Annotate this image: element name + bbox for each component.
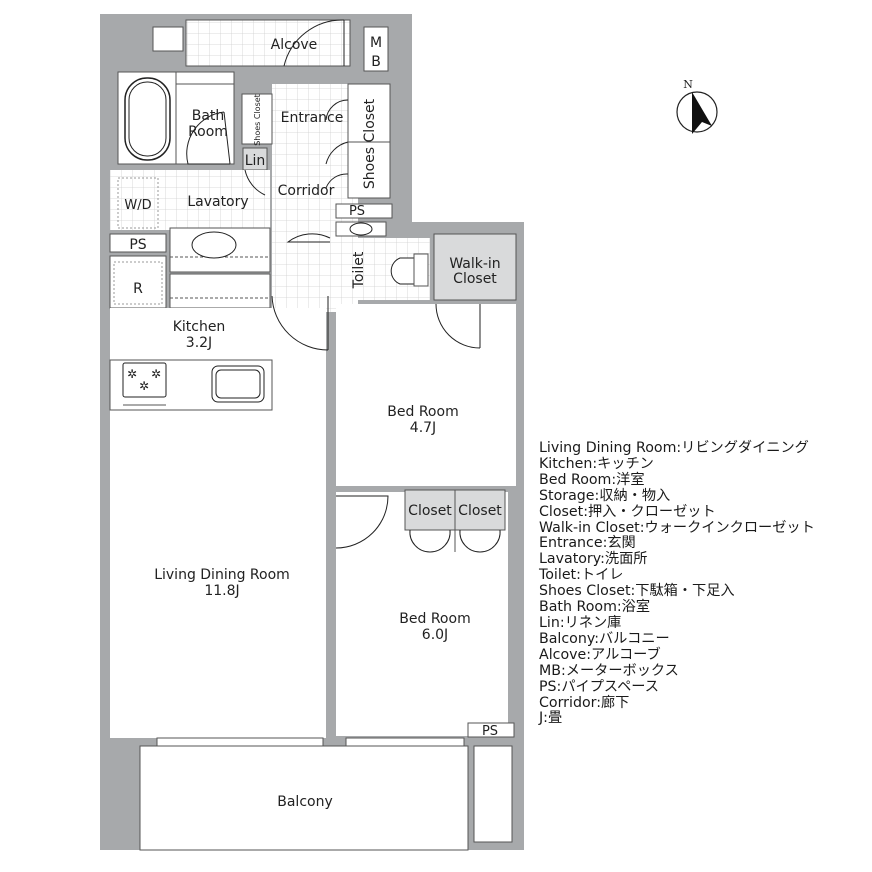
room-labels: Alcove M B Bath Room Shoes Closet Entran… <box>124 35 502 810</box>
label-alcove: Alcove <box>271 37 318 53</box>
label-entrance: Entrance <box>281 110 344 126</box>
label-ps-bottom: PS <box>482 724 498 739</box>
label-shoes-closet: Shoes Closet <box>362 98 378 189</box>
label-living-dining-size: 11.8J <box>204 583 239 599</box>
label-ps-top: PS <box>349 204 365 219</box>
legend-item: Walk-in Closet:ウォークインクローゼット <box>539 519 815 536</box>
stove-icon: ✲✲✲ <box>127 367 161 393</box>
legend-item: Living Dining Room:リビングダイニング <box>539 440 809 456</box>
doors <box>186 19 501 553</box>
label-balcony: Balcony <box>277 794 333 810</box>
svg-text:✲: ✲ <box>151 367 161 381</box>
legend-item: Bed Room:洋室 <box>539 471 645 488</box>
label-walk-in-2: Closet <box>453 271 497 287</box>
legend-item: Kitchen:キッチン <box>539 455 654 472</box>
label-closet-2: Closet <box>458 503 502 519</box>
label-bath-1: Bath <box>192 108 225 124</box>
svg-text:✲: ✲ <box>139 379 149 393</box>
legend-item: Alcove:アルコーブ <box>539 646 661 663</box>
label-kitchen-size: 3.2J <box>186 335 212 351</box>
label-lavatory: Lavatory <box>187 194 248 210</box>
legend-item: Closet:押入・クローゼット <box>539 503 716 520</box>
legend-item: Lin:リネン庫 <box>539 614 622 631</box>
legend-item: Entrance:玄関 <box>539 535 636 552</box>
label-closet-1: Closet <box>408 503 452 519</box>
label-corridor: Corridor <box>278 183 335 199</box>
label-walk-in-1: Walk-in <box>449 256 500 272</box>
label-lin: Lin <box>245 153 266 169</box>
label-bed-room-2: Bed Room <box>399 611 470 627</box>
label-bed-room-1-size: 4.7J <box>410 420 436 436</box>
label-living-dining: Living Dining Room <box>154 567 290 583</box>
legend-item: MB:メーターボックス <box>539 662 679 679</box>
legend-item: PS:パイプスペース <box>539 678 659 695</box>
label-kitchen: Kitchen <box>173 319 226 335</box>
label-ps-left: PS <box>129 237 146 253</box>
north-compass-icon: N <box>676 78 718 134</box>
legend-item: Storage:収納・物入 <box>539 487 671 504</box>
compass-north-label: N <box>683 78 693 91</box>
label-mb-top: M <box>370 35 382 51</box>
legend: Living Dining Room:リビングダイニング Kitchen:キッチ… <box>539 440 815 727</box>
label-refrigerator: R <box>133 281 143 297</box>
legend-item: Corridor:廊下 <box>539 694 630 711</box>
legend-item: Toilet:トイレ <box>539 567 624 584</box>
label-bed-room-2-size: 6.0J <box>422 627 448 643</box>
svg-text:✲: ✲ <box>127 367 137 381</box>
legend-item: J:畳 <box>539 710 563 727</box>
label-bed-room-1: Bed Room <box>387 404 458 420</box>
interior <box>109 19 517 851</box>
label-bath-2: Room <box>188 124 228 140</box>
label-toilet: Toilet <box>351 251 367 289</box>
legend-item: Shoes Closet:下駄箱・下足入 <box>539 583 735 600</box>
label-mb-bottom: B <box>371 54 381 70</box>
legend-item: Lavatory:洗面所 <box>539 551 648 568</box>
label-shoes-closet-small: Shoes Closet <box>253 94 262 146</box>
label-wd: W/D <box>124 198 151 213</box>
legend-item: Balcony:バルコニー <box>539 630 670 647</box>
legend-item: Bath Room:浴室 <box>539 599 651 616</box>
